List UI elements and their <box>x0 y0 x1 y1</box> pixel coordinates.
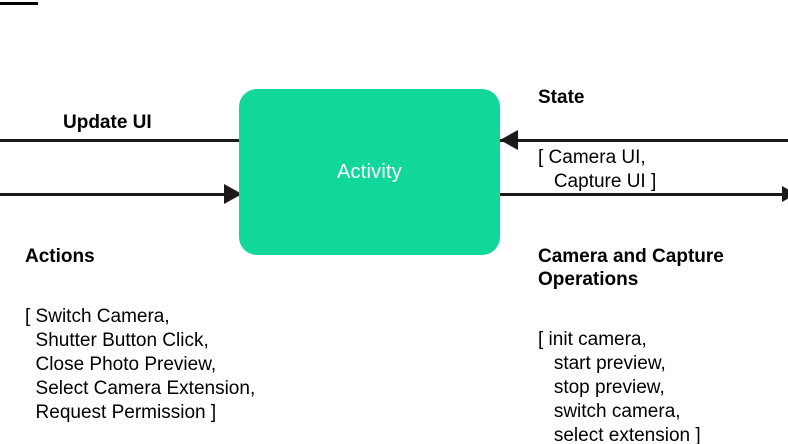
top-left-rule <box>0 2 38 5</box>
edge-label-operations-heading: Camera and Capture Operations <box>538 246 724 290</box>
edge-label-state-block: State [ Camera UI, Capture UI ] <box>538 50 656 230</box>
activity-node[interactable]: Activity <box>239 89 500 255</box>
arrowhead-state-into-activity <box>500 130 518 150</box>
edge-label-operations-block: Camera and Capture Operations [ init cam… <box>538 209 724 444</box>
edge-line-operations-right <box>500 193 788 196</box>
edge-line-update-ui-left <box>0 139 240 142</box>
edge-label-operations-items: [ init camera, start preview, stop previ… <box>538 329 701 444</box>
edge-line-state-right <box>500 139 788 142</box>
arrowhead-operations-outbound <box>782 186 788 202</box>
activity-node-label: Activity <box>337 161 402 183</box>
arrowhead-actions-into-activity <box>224 184 242 204</box>
edge-label-actions-heading: Actions <box>25 246 95 267</box>
edge-label-state-heading: State <box>538 87 585 108</box>
edge-label-actions-block: Actions [ Switch Camera, Shutter Button … <box>25 209 255 444</box>
edge-label-state-items: [ Camera UI, Capture UI ] <box>538 147 657 192</box>
edge-label-actions-items: [ Switch Camera, Shutter Button Click, C… <box>25 306 256 423</box>
edge-label-update-ui: Update UI <box>63 112 152 133</box>
edge-line-actions-left <box>0 193 240 196</box>
